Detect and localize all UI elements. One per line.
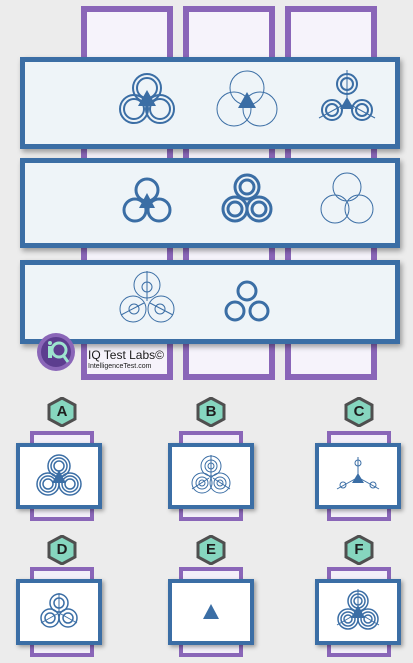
triple-double-rings-spokes-triangle-figure bbox=[318, 70, 376, 121]
cell-r1-c3 bbox=[297, 62, 397, 144]
triple-circles-spokes-figure bbox=[119, 271, 175, 323]
option-f-card[interactable] bbox=[315, 579, 401, 645]
option-f-letter: F bbox=[354, 541, 364, 558]
option-c-badge[interactable]: C bbox=[344, 397, 374, 427]
option-e-figure bbox=[203, 604, 219, 619]
row-2 bbox=[20, 158, 400, 248]
cell-r1-c2 bbox=[197, 62, 297, 144]
option-d-badge[interactable]: D bbox=[47, 535, 77, 565]
iq-logo bbox=[36, 332, 76, 372]
hexagon-icon bbox=[344, 397, 374, 427]
triple-rings-triangle-figure bbox=[122, 177, 172, 223]
triple-rings-figure bbox=[224, 280, 270, 322]
hexagon-icon bbox=[196, 397, 226, 427]
triple-circles-triangle-figure bbox=[216, 70, 278, 127]
row-3 bbox=[20, 260, 400, 344]
option-f-figure bbox=[336, 589, 380, 630]
option-b-badge[interactable]: B bbox=[196, 397, 226, 427]
option-f-badge[interactable]: F bbox=[344, 535, 374, 565]
cell-r2-c3 bbox=[297, 163, 397, 243]
option-e-card[interactable] bbox=[168, 579, 254, 645]
option-a-badge[interactable]: A bbox=[47, 397, 77, 427]
triple-circles-figure bbox=[320, 172, 374, 224]
brand-name: IQ Test Labs© bbox=[88, 348, 164, 362]
cell-r3-c3-missing bbox=[297, 265, 397, 339]
brand-text: IQ Test Labs© IntelligenceTest.com bbox=[88, 348, 164, 370]
option-b-figure bbox=[191, 455, 231, 494]
cell-r3-c2 bbox=[197, 265, 297, 339]
cell-r1-c1 bbox=[97, 62, 197, 144]
option-d-card[interactable] bbox=[16, 579, 102, 645]
hexagon-icon bbox=[196, 535, 226, 565]
option-a-letter: A bbox=[56, 403, 68, 420]
option-c-card[interactable] bbox=[315, 443, 401, 509]
option-a-card[interactable] bbox=[16, 443, 102, 509]
cell-r2-c1 bbox=[97, 163, 197, 243]
option-d-letter: D bbox=[56, 541, 68, 558]
option-e-badge[interactable]: E bbox=[196, 535, 226, 565]
option-d-figure bbox=[40, 593, 78, 628]
option-c-letter: C bbox=[353, 403, 365, 420]
row-1 bbox=[20, 57, 400, 149]
option-a-figure bbox=[36, 454, 82, 496]
cell-r3-c1 bbox=[97, 265, 197, 339]
triple-circles-double-ring-triangle-figure bbox=[119, 73, 175, 124]
cell-r2-c2 bbox=[197, 163, 297, 243]
hexagon-icon bbox=[47, 535, 77, 565]
option-e-letter: E bbox=[205, 541, 216, 558]
option-b-letter: B bbox=[205, 403, 217, 420]
hexagon-icon bbox=[47, 397, 77, 427]
option-b-card[interactable] bbox=[168, 443, 254, 509]
option-c-figure bbox=[336, 457, 380, 490]
triple-double-rings-figure bbox=[221, 173, 273, 223]
iq-magnifier-icon bbox=[37, 333, 75, 371]
brand-site: IntelligenceTest.com bbox=[88, 363, 152, 370]
hexagon-icon bbox=[344, 535, 374, 565]
